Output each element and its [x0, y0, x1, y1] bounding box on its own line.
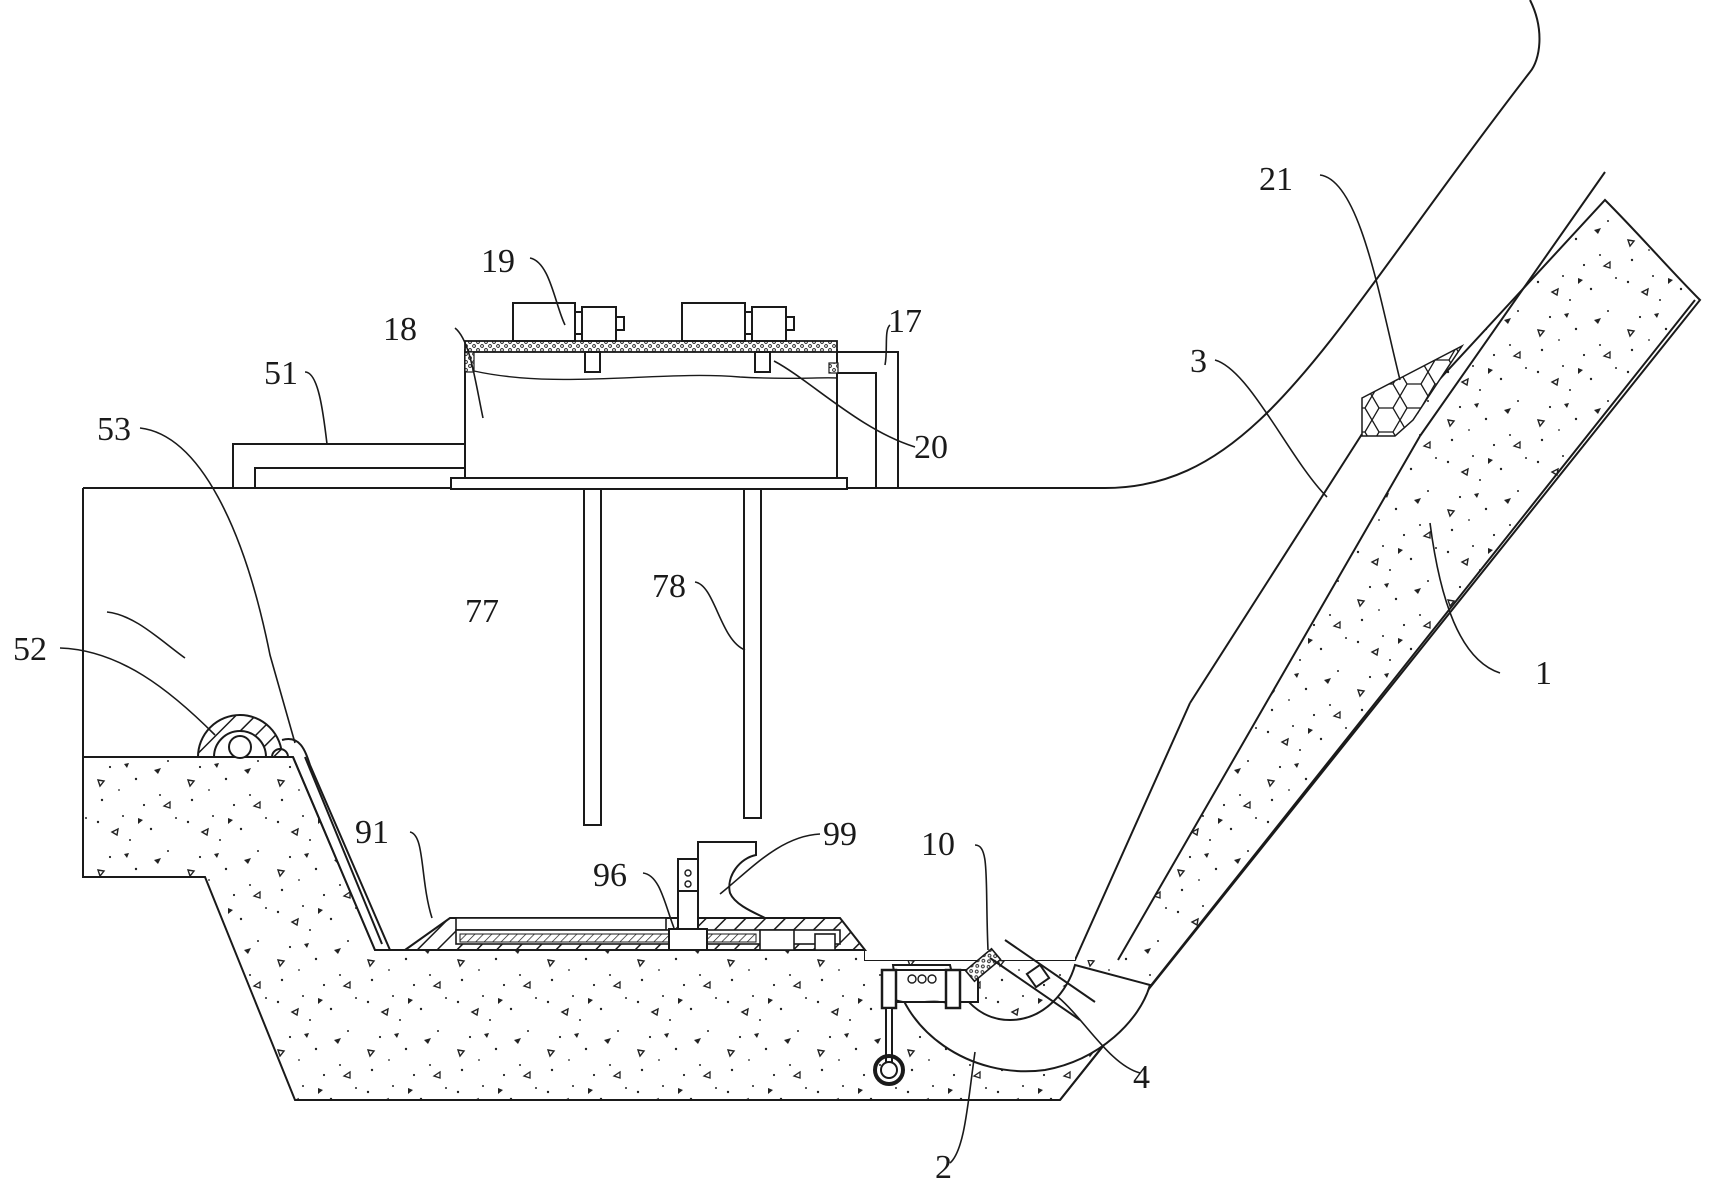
valve-block: [873, 968, 979, 1086]
leader-78: [694, 581, 746, 651]
leader-3: [1214, 359, 1328, 498]
label-3: 3: [1190, 343, 1207, 380]
leader-17: [884, 324, 891, 366]
leader-19: [529, 257, 566, 326]
leader-52: [59, 647, 216, 736]
channel-trough: [295, 757, 1075, 960]
branch-pipe-4: [989, 939, 1096, 1021]
label-52: 52: [13, 631, 47, 668]
motor-19a: [512, 302, 625, 342]
vertical-pipe-17: [838, 351, 899, 488]
hose-53: [281, 738, 391, 951]
base-housing-91: [401, 917, 868, 951]
label-99: 99: [823, 816, 857, 853]
leader-1: [1429, 522, 1501, 674]
control-box-18: [450, 340, 848, 490]
reference-labels: 1 2 3 4 10 17 18 19 20 21 51 52 53 77 78…: [13, 161, 1552, 1186]
leader-10: [974, 844, 989, 951]
label-10: 10: [921, 826, 955, 863]
leader-91: [409, 831, 433, 919]
label-1: 1: [1535, 655, 1552, 692]
coupling-block-20b: [754, 351, 771, 373]
leader-18: [454, 327, 484, 419]
leader-2: [949, 1051, 976, 1164]
leader-21: [1319, 174, 1401, 381]
inclined-channel-3: [1075, 436, 1420, 960]
filter-screen-10: [964, 947, 1002, 983]
label-19: 19: [481, 243, 515, 280]
gravel-filter-21: [1361, 343, 1465, 437]
label-21: 21: [1259, 161, 1293, 198]
label-78: 78: [652, 568, 686, 605]
label-51: 51: [264, 355, 298, 392]
label-4: 4: [1133, 1059, 1150, 1096]
label-91: 91: [355, 814, 389, 851]
label-53: 53: [97, 411, 131, 448]
probe-rod-78: [743, 488, 762, 819]
label-77: 77: [465, 593, 499, 630]
label-2: 2: [935, 1149, 952, 1186]
leader-53: [139, 427, 296, 744]
leader-20: [773, 360, 916, 448]
probe-rod-77: [583, 488, 602, 826]
leader-77: [106, 611, 186, 659]
leader-96: [642, 872, 675, 929]
label-96: 96: [593, 857, 627, 894]
label-17: 17: [888, 303, 922, 340]
leader-lines: [59, 174, 1501, 1164]
leader-4: [1057, 996, 1141, 1074]
label-20: 20: [914, 429, 948, 466]
motor-19b: [681, 302, 795, 342]
label-18: 18: [383, 311, 417, 348]
coupling-block-20a: [584, 351, 601, 373]
leader-51: [304, 371, 328, 445]
horizontal-pipe-51: [232, 443, 465, 488]
leader-99: [719, 833, 821, 895]
hook-clamp-99: [697, 841, 766, 919]
pipe-clamp-52: [196, 714, 290, 759]
slider-96: [668, 858, 708, 951]
